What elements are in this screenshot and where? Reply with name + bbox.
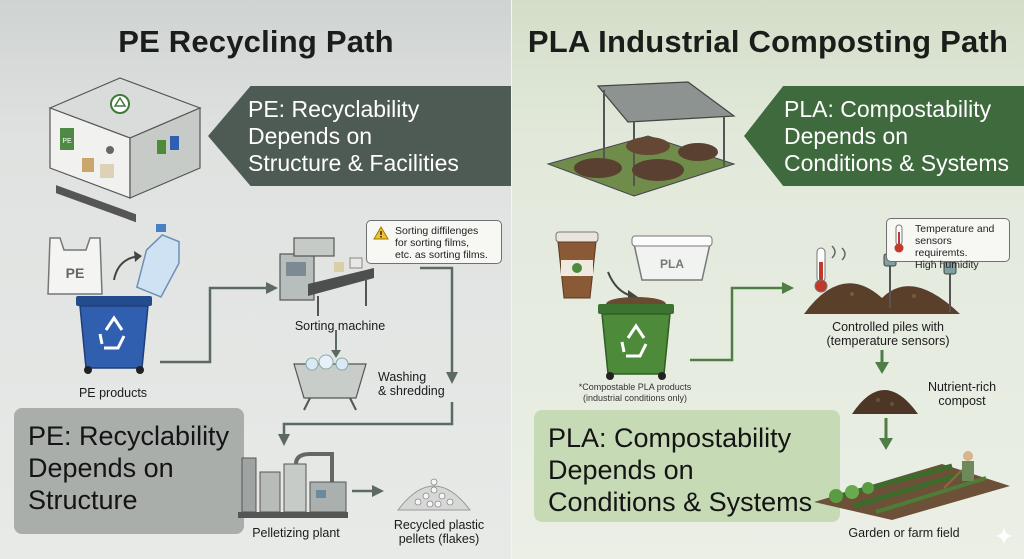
washing-shredding-label: Washing & shredding: [378, 370, 445, 398]
thermometer-icon: [814, 247, 828, 293]
farm-field-label: Garden or farm field: [848, 526, 960, 540]
plastic-bottle-illustration: [135, 224, 180, 298]
coffee-cup-illustration: [555, 231, 599, 299]
recycle-icon: [98, 315, 126, 350]
recycled-pellets-illustration: [396, 478, 472, 511]
farm-field-illustration: [814, 451, 1010, 520]
warning-icon: [373, 226, 389, 240]
pla-container-label: PLA: [660, 257, 684, 271]
controlled-piles-label: Controlled piles with (temperature senso…: [826, 320, 950, 348]
recycled-pellets-label: Recycled plastic pellets (flakes): [393, 518, 485, 546]
composting-facility-illustration: [546, 81, 736, 197]
thermometer-icon: [894, 224, 904, 253]
washing-shredder-illustration: [293, 354, 367, 411]
pe-summary-box: PE: Recyclability Depends on Structure: [14, 408, 244, 534]
sparkle-icon: [995, 527, 1013, 545]
pla-container-illustration: PLA: [631, 235, 713, 281]
nutrient-compost-label: Nutrient-rich compost: [927, 380, 997, 408]
temperature-callout-text: Temperature and sensors requiremts. High…: [915, 223, 995, 271]
facility-sign: PE: [62, 138, 72, 145]
bottle-to-bin-arrow: [113, 251, 142, 281]
recycle-icon: [620, 323, 648, 358]
pla-panel: PLA Industrial Composting Path PLA: Comp…: [512, 0, 1024, 559]
recycle-bin-illustration: [76, 296, 152, 374]
pe-products-label: PE products: [78, 386, 148, 400]
pla-products-note: *Compostable PLA products (industrial co…: [578, 382, 692, 403]
pe-bag-label: PE: [66, 265, 85, 281]
pla-banner: PLA: Compostability Depends on Condition…: [744, 86, 1024, 186]
pe-banner-text: PE: Recyclability Depends on Structure &…: [248, 95, 459, 176]
pla-summary-box: PLA: Compostability Depends on Condition…: [534, 410, 840, 522]
pe-panel-title: PE Recycling Path: [118, 24, 394, 59]
sorting-machine-label: Sorting machine: [294, 319, 386, 333]
recycling-facility-illustration: PE: [48, 77, 202, 223]
pelletizing-plant-illustration: [238, 452, 348, 518]
temperature-callout: Temperature and sensors requiremts. High…: [886, 218, 1010, 271]
flow-arrows-right: [690, 282, 893, 450]
pelletizing-plant-label: Pelletizing plant: [252, 526, 340, 540]
pe-banner: PE: Recyclability Depends on Structure &…: [208, 86, 512, 186]
sorting-challenge-text: Sorting diffilenges for sorting films, e…: [395, 225, 488, 261]
pla-banner-text: PLA: Compostability Depends on Condition…: [784, 95, 1009, 176]
sorting-machine-illustration: [279, 237, 374, 316]
sorting-challenge-callout: Sorting diffilenges for sorting films, e…: [366, 220, 502, 264]
flow-arrows-left: [160, 266, 458, 497]
pe-bag-illustration: PE: [47, 237, 103, 295]
nutrient-compost-illustration: [852, 390, 918, 414]
pe-panel: PE Recycling Path PE PE: Recyclability D…: [0, 0, 512, 559]
compost-bin-illustration: [598, 297, 674, 380]
pla-panel-title: PLA Industrial Composting Path: [527, 24, 1009, 59]
